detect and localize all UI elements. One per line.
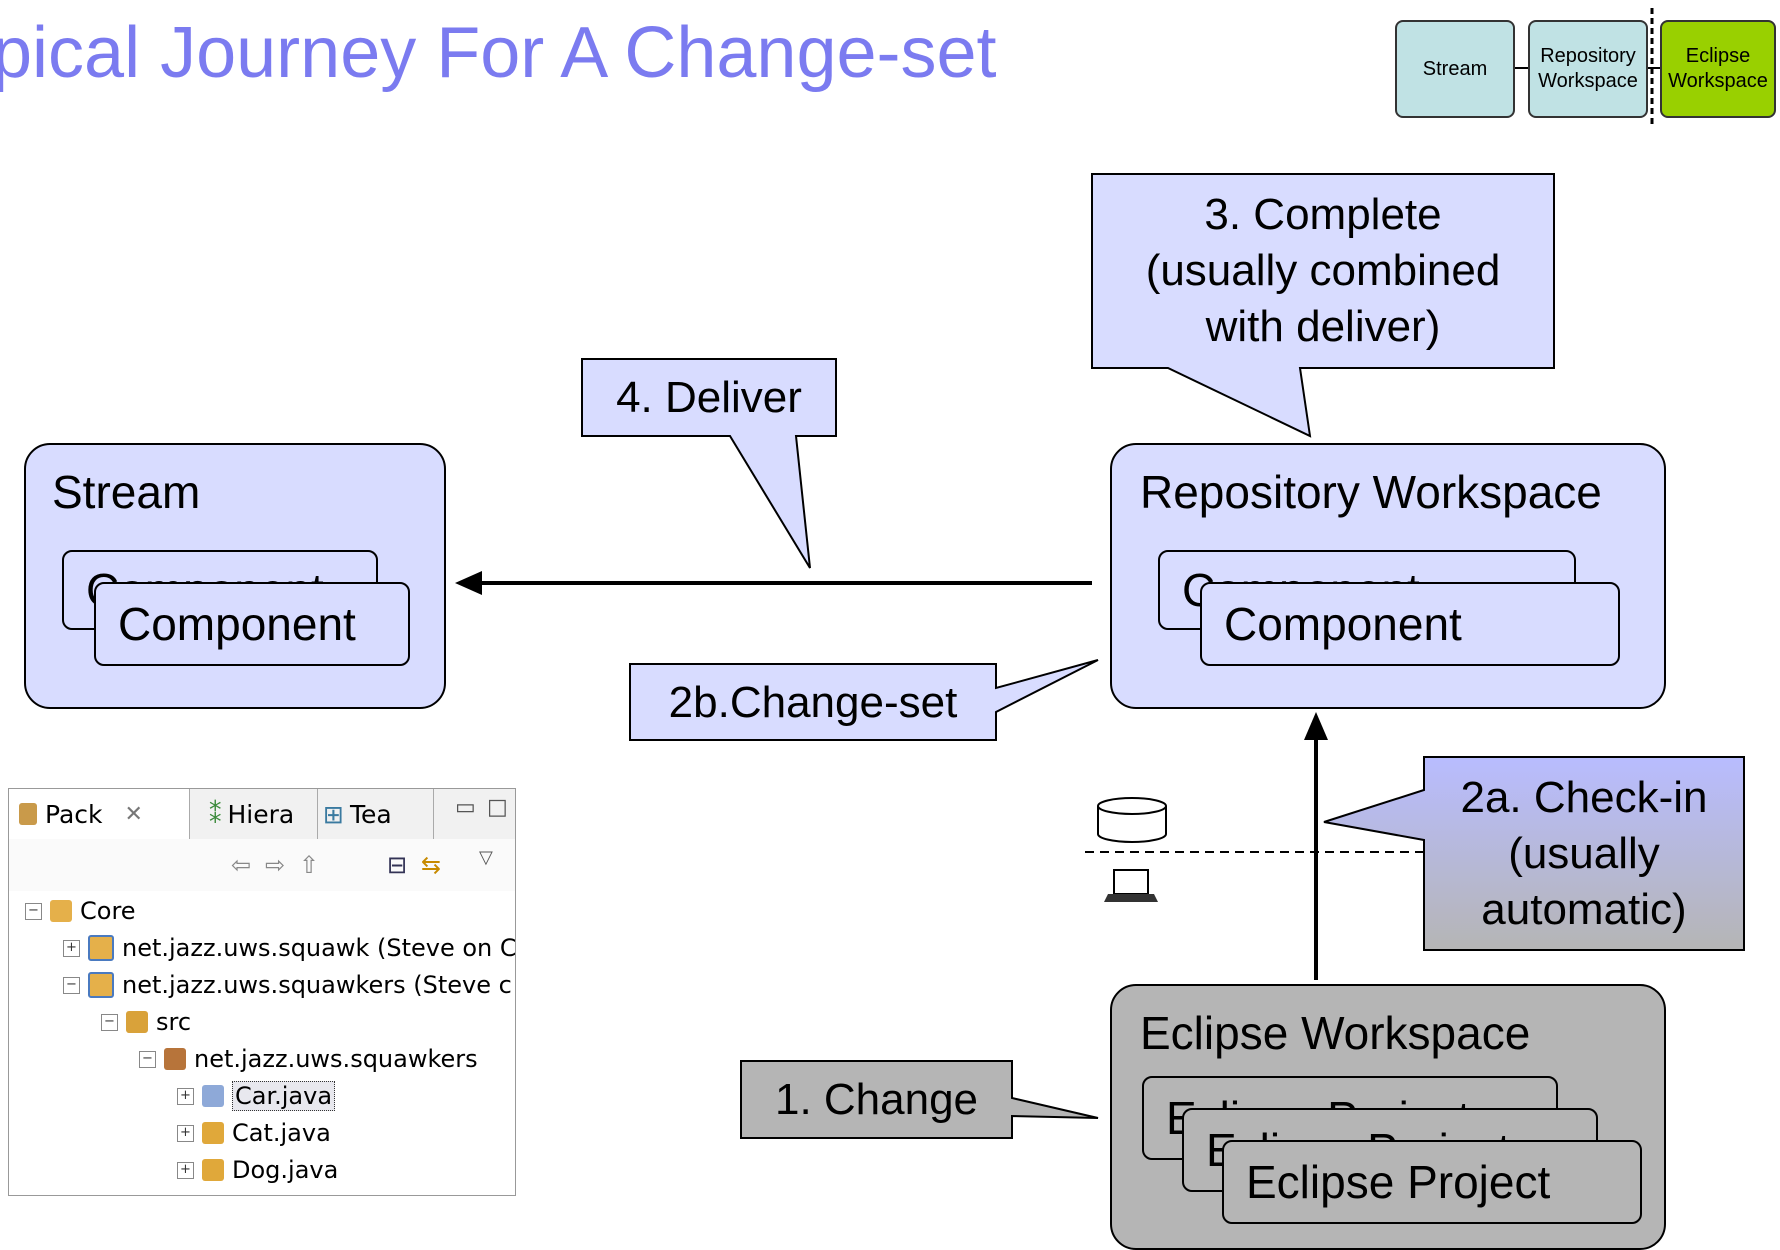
legend-stream-label: Stream (1422, 57, 1488, 80)
hierarchy-icon: ⁑ (209, 799, 222, 829)
tab-hierarchy[interactable]: ⁑ Hiera (209, 789, 318, 839)
tab-hierarchy-label: Hiera (227, 799, 295, 829)
maximize-icon[interactable]: □ (487, 795, 508, 820)
legend-eclipse-line1: Eclipse (1685, 45, 1751, 67)
legend-stream: Stream (1395, 20, 1515, 118)
stream-component-front: Component (94, 582, 410, 666)
collapse-icon[interactable]: − (63, 976, 80, 994)
close-icon[interactable]: ✕ (124, 801, 143, 827)
collapse-icon[interactable]: − (25, 902, 42, 920)
package-explorer-panel: Pack ✕ ⁑ Hiera ⊞ Tea ▭ □ ⇦ ⇨ ⇧ ⊟ ⇆ ▽ − C… (8, 788, 516, 1196)
tab-team[interactable]: ⊞ Tea (323, 789, 434, 839)
deliver-callout-shape (581, 358, 837, 569)
view-tab-bar: Pack ✕ ⁑ Hiera ⊞ Tea ▭ □ (9, 789, 515, 840)
shared-project-icon (88, 972, 114, 998)
tree-row[interactable]: − net.jazz.uws.squawkers (Steve c (63, 967, 512, 1003)
eclipse-workspace-title: Eclipse Workspace (1140, 1007, 1531, 1059)
checkin-arrow (1304, 712, 1328, 980)
tree-row[interactable]: + Dog.java (177, 1152, 338, 1188)
tree-row[interactable]: − Core (25, 893, 136, 929)
tab-package-explorer-label: Pack (45, 799, 103, 829)
eclipse-project-front-label: Eclipse Project (1246, 1156, 1551, 1208)
link-with-editor-icon[interactable]: ⇆ (421, 851, 442, 879)
change-callout-shape (740, 1060, 1099, 1139)
tab-team-label: Tea (349, 799, 392, 829)
complete-callout-line1: 3. Complete (1204, 189, 1442, 239)
tree-row[interactable]: − net.jazz.uws.squawkers (139, 1041, 478, 1077)
java-file-icon (202, 1122, 224, 1144)
checkin-callout-line1: 2a. Check-in (1460, 772, 1708, 822)
changeset-callout-shape (629, 659, 1099, 741)
tree-row-label: src (156, 1008, 192, 1036)
legend-repo-line2: Workspace (1538, 70, 1638, 92)
expand-icon[interactable]: + (177, 1161, 194, 1179)
checkin-callout-line3: automatic) (1481, 885, 1687, 935)
expand-icon[interactable]: + (177, 1124, 194, 1142)
tree-row[interactable]: − src (101, 1004, 191, 1040)
tree-row-label: net.jazz.uws.squawkers (Steve c (122, 971, 512, 999)
eclipse-project-front: Eclipse Project (1222, 1140, 1642, 1224)
legend-repo-line1: Repository (1540, 45, 1636, 67)
team-icon: ⊞ (323, 799, 344, 829)
repo-component-front-label: Component (1224, 598, 1462, 650)
checkin-callout: 2a. Check-in (usually automatic) (1424, 759, 1744, 949)
changeset-callout-label: 2b.Change-set (668, 677, 958, 727)
complete-callout-shape (1091, 173, 1555, 438)
changeset-callout: 2b.Change-set (630, 666, 996, 740)
legend-eclipse-line2: Workspace (1668, 70, 1768, 92)
page-title: pical Journey For A Change-set (0, 13, 997, 93)
stream-component-front-label: Component (118, 598, 356, 650)
package-icon (164, 1048, 186, 1070)
tree-row-label: net.jazz.uws.squawk (Steve on C (122, 934, 516, 962)
tab-package-explorer[interactable]: Pack ✕ (9, 789, 190, 839)
repo-component-front: Component (1200, 582, 1620, 666)
collapse-all-icon[interactable]: ⊟ (387, 851, 408, 879)
view-toolbar: ⇦ ⇨ ⇧ ⊟ ⇆ ▽ (9, 839, 515, 891)
tree-row-label: net.jazz.uws.squawkers (194, 1045, 478, 1073)
tree-row-label: Dog.java (232, 1156, 339, 1184)
java-file-icon (202, 1159, 224, 1181)
laptop-icon (1104, 869, 1158, 902)
source-folder-icon (126, 1011, 148, 1033)
collapse-icon[interactable]: − (139, 1050, 156, 1068)
minimize-icon[interactable]: ▭ (455, 795, 476, 820)
up-icon[interactable]: ⇧ (299, 851, 320, 879)
forward-icon[interactable]: ⇨ (265, 851, 286, 879)
tree-row[interactable]: + Cat.java (177, 1115, 331, 1151)
java-file-icon (202, 1085, 224, 1107)
change-callout: 1. Change (741, 1063, 1012, 1137)
complete-callout: 3. Complete (usually combined with deliv… (1092, 176, 1554, 366)
database-icon (1097, 797, 1167, 843)
tree-row-label: Cat.java (232, 1119, 331, 1147)
deliver-callout-label: 4. Deliver (616, 372, 802, 422)
tree-row-label: Car.java (232, 1081, 336, 1111)
change-callout-label: 1. Change (774, 1074, 979, 1124)
stream-title: Stream (52, 466, 201, 518)
tree-row[interactable]: + Car.java (177, 1078, 336, 1114)
expand-icon[interactable]: + (63, 939, 80, 957)
repository-workspace-title: Repository Workspace (1140, 466, 1602, 518)
checkin-callout-line2: (usually (1508, 828, 1660, 878)
back-icon[interactable]: ⇦ (231, 851, 252, 879)
deliver-arrow (455, 571, 1092, 595)
view-menu-icon[interactable]: ▽ (479, 847, 493, 868)
expand-icon[interactable]: + (177, 1087, 194, 1105)
complete-callout-line2: (usually combined (1145, 245, 1501, 295)
shared-project-icon (88, 935, 114, 961)
project-icon (50, 900, 72, 922)
checkin-callout-shape (1323, 756, 1745, 951)
collapse-icon[interactable]: − (101, 1013, 118, 1031)
legend-connectors (1515, 8, 1660, 128)
package-explorer-icon (19, 803, 37, 825)
deliver-callout: 4. Deliver (582, 361, 836, 435)
legend-eclipse-workspace: Eclipse Workspace (1660, 20, 1776, 118)
complete-callout-line3: with deliver) (1205, 302, 1441, 352)
tree-row[interactable]: + net.jazz.uws.squawk (Steve on C (63, 930, 516, 966)
tree-row-label: Core (80, 897, 136, 925)
legend-repository-workspace: Repository Workspace (1528, 20, 1648, 118)
